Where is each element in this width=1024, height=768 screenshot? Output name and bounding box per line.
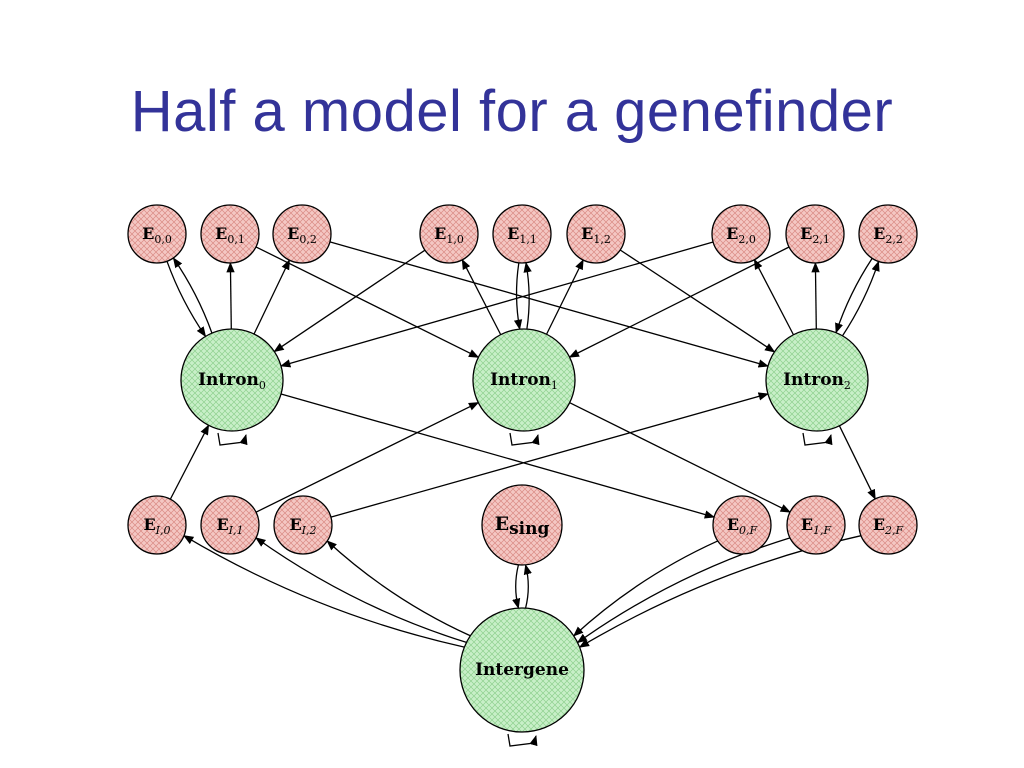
edge-I0-to-E00 <box>172 257 213 334</box>
edge-I0-to-I0 <box>217 432 248 446</box>
node-i1: Intron1 <box>472 328 576 432</box>
edge-I1-to-E1F <box>569 402 791 513</box>
edge-I1-to-E10 <box>461 258 502 335</box>
edge-IG-to-EI1 <box>255 537 467 644</box>
node-circle <box>492 204 552 264</box>
edge-E02-to-I2 <box>329 241 769 368</box>
node-label: Intron2 <box>783 370 851 392</box>
edge-IG-to-EI0 <box>183 535 465 648</box>
node-e1f: E1,F <box>786 495 846 555</box>
edge-I0-to-E02 <box>253 259 291 335</box>
node-circle <box>273 495 333 555</box>
edges-layer <box>166 241 880 747</box>
node-e01: E0,1 <box>200 204 260 264</box>
node-circle <box>180 328 284 432</box>
node-i0: Intron0 <box>180 328 284 432</box>
node-ei2: EI,2 <box>273 495 333 555</box>
node-e20: E2,0 <box>711 204 771 264</box>
node-label: EI,0 <box>143 515 170 537</box>
node-e2f: E2,F <box>858 495 918 555</box>
node-circle <box>200 204 260 264</box>
nodes-layer: E0,0 E0,1 E0,2 E1,0 E1,1 E1,2 E2,0 E2,1 E2,2Intr… <box>127 204 918 733</box>
node-circle <box>858 495 918 555</box>
node-label: EI,2 <box>289 515 316 537</box>
node-e12: E1,2 <box>566 204 626 264</box>
edge-E00-to-I0 <box>166 261 207 338</box>
node-label: Intron0 <box>198 370 266 392</box>
node-esing: Esing <box>481 484 563 566</box>
edge-EI1-to-I1 <box>255 401 480 513</box>
node-i2: Intron2 <box>765 328 869 432</box>
edge-E11-to-I1 <box>513 262 523 331</box>
edge-IG-to-IG <box>507 733 538 747</box>
edge-I0-to-E0F <box>280 393 716 519</box>
node-label: E0,0 <box>142 224 172 246</box>
edge-E01-to-I1 <box>255 246 480 358</box>
node-ig: Intergene <box>459 607 585 733</box>
node-circle <box>459 607 585 733</box>
edge-E22-to-I2 <box>835 258 873 334</box>
node-circle <box>711 204 771 264</box>
edge-E1F-to-IG <box>576 537 791 644</box>
node-circle <box>566 204 626 264</box>
node-e21: E2,1 <box>785 204 845 264</box>
node-circle <box>127 495 187 555</box>
edge-E0F-to-IG <box>572 540 719 637</box>
edge-EI2-to-I2 <box>330 392 769 518</box>
edge-I2-to-E20 <box>753 258 795 336</box>
edge-I1-to-I1 <box>509 432 540 446</box>
node-e00: E0,0 <box>127 204 187 264</box>
node-circle <box>272 204 332 264</box>
node-circle <box>712 495 772 555</box>
node-label: E2,0 <box>726 224 756 246</box>
edge-I0-to-E01 <box>226 261 235 330</box>
edge-E20-to-I0 <box>280 241 714 368</box>
node-e22: E2,2 <box>858 204 918 264</box>
edge-I2-to-E21 <box>811 261 820 330</box>
node-circle <box>200 495 260 555</box>
node-label: Esing <box>495 513 550 539</box>
node-label: E0,2 <box>287 224 317 246</box>
node-circle <box>858 204 918 264</box>
edge-I2-to-I2 <box>802 432 833 446</box>
node-circle <box>127 204 187 264</box>
node-label: Intergene <box>475 660 569 680</box>
node-label: E2,2 <box>873 224 903 246</box>
node-ei1: EI,1 <box>200 495 260 555</box>
node-label: E1,0 <box>434 224 464 246</box>
node-circle <box>472 328 576 432</box>
node-label: E1,1 <box>507 224 537 246</box>
node-e0f: E0,F <box>712 495 772 555</box>
node-label: E0,F <box>727 515 758 537</box>
edge-I2-to-E2F <box>838 425 876 500</box>
node-label: E1,F <box>801 515 832 537</box>
edge-I1-to-E12 <box>545 259 584 335</box>
node-circle <box>419 204 479 264</box>
edge-E21-to-I1 <box>568 246 790 358</box>
edge-I1-to-E11 <box>523 261 532 330</box>
node-label: E0,1 <box>215 224 245 246</box>
edge-Esing-to-IG <box>512 564 521 610</box>
node-e11: E1,1 <box>492 204 552 264</box>
edge-E10-to-I0 <box>273 249 426 353</box>
node-circle <box>481 484 563 566</box>
edge-E12-to-I2 <box>619 249 776 353</box>
edge-IG-to-Esing <box>523 563 532 609</box>
node-label: Intron1 <box>490 370 558 392</box>
edge-IG-to-EI2 <box>326 540 471 637</box>
node-label: E2,1 <box>800 224 830 246</box>
node-ei0: EI,0 <box>127 495 187 555</box>
node-circle <box>786 495 846 555</box>
node-circle <box>765 328 869 432</box>
edge-I2-to-E22 <box>841 260 880 337</box>
edge-EI0-to-I0 <box>169 424 210 500</box>
slide-title: Half a model for a genefinder <box>130 79 894 144</box>
node-label: E1,2 <box>581 224 611 246</box>
node-label: EI,1 <box>216 515 243 537</box>
node-e10: E1,0 <box>419 204 479 264</box>
node-label: E2,F <box>873 515 904 537</box>
node-circle <box>785 204 845 264</box>
node-e02: E0,2 <box>272 204 332 264</box>
